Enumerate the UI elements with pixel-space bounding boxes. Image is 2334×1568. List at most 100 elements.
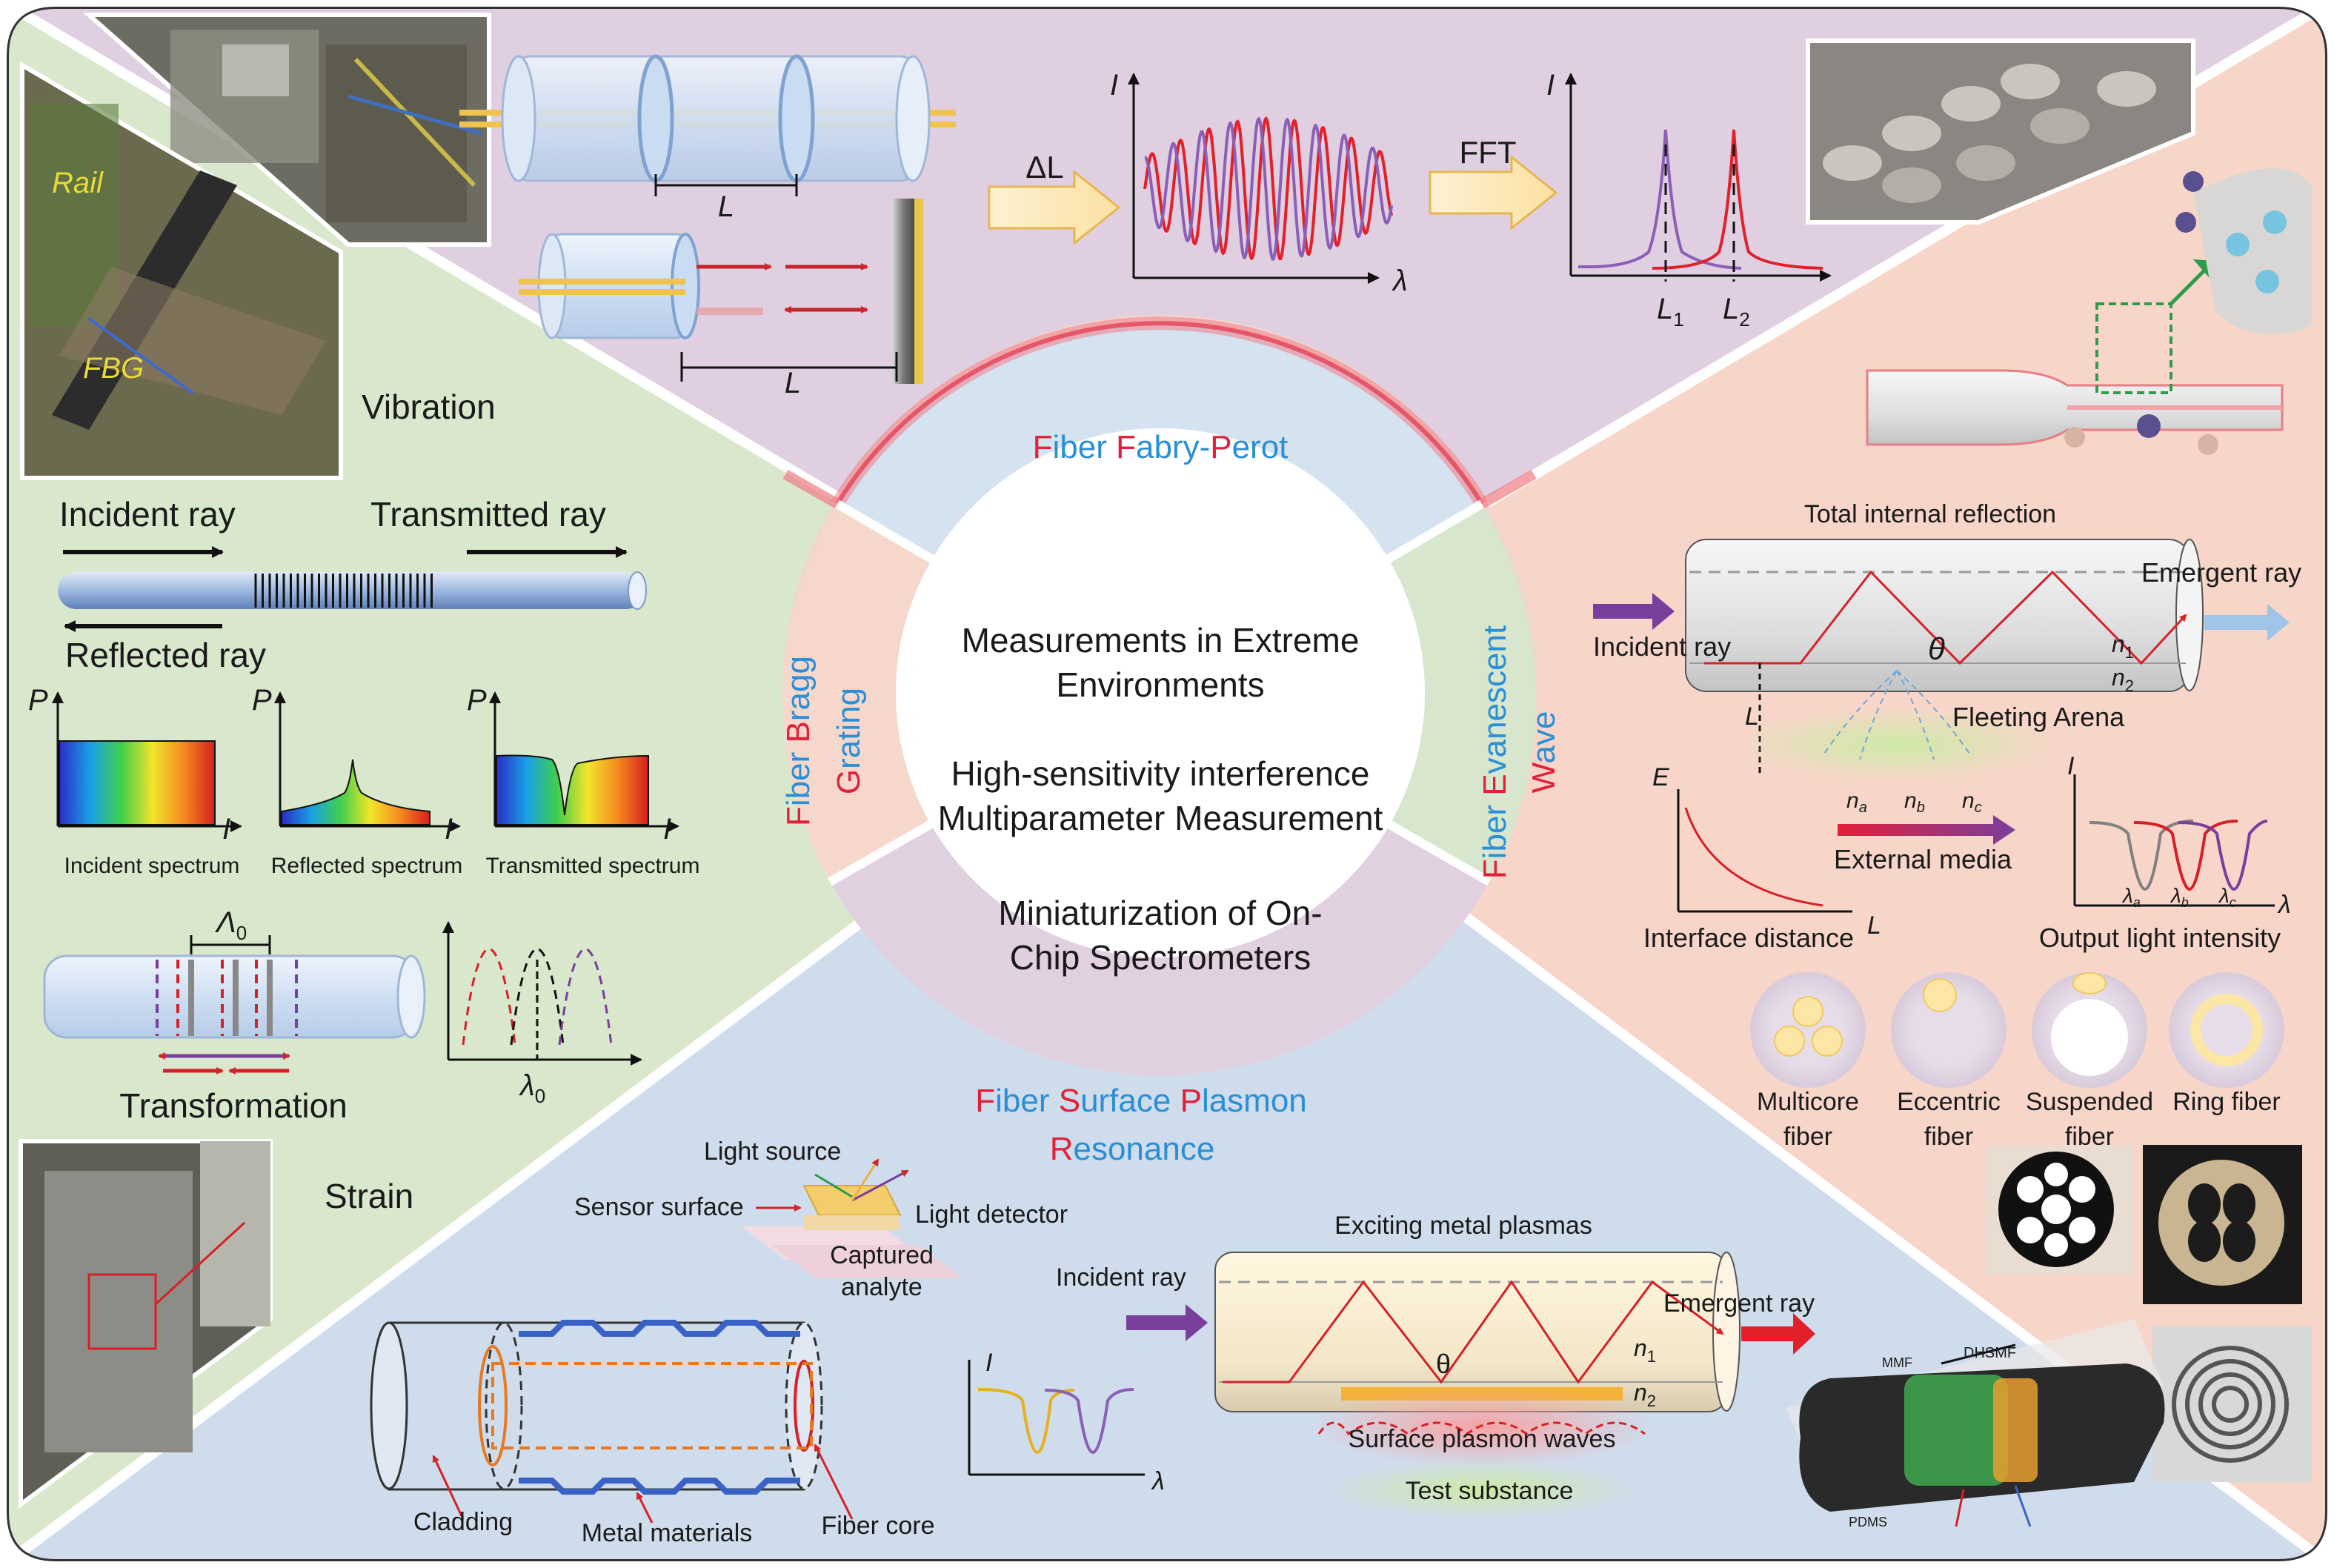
center-text: Measurements in Extreme Environments Hig… bbox=[938, 621, 1383, 977]
svg-text:E: E bbox=[1652, 763, 1669, 791]
svg-text:fiber: fiber bbox=[1783, 1123, 1832, 1151]
fbg-shift-plot: λ0 bbox=[442, 921, 642, 1107]
spr-metal: Metal materials bbox=[582, 1519, 753, 1547]
title-spr-2: Resonance bbox=[1050, 1131, 1215, 1167]
few-fiber-types: Multicore fiber Eccentric fiber Suspende… bbox=[1750, 972, 2284, 1151]
spr-test: Test substance bbox=[1406, 1477, 1574, 1505]
fbg-photo-strain bbox=[19, 1139, 273, 1509]
svg-text:nc: nc bbox=[1962, 788, 1982, 816]
svg-text:Transmitted spectrum: Transmitted spectrum bbox=[486, 854, 700, 878]
svg-text:Ring fiber: Ring fiber bbox=[2172, 1088, 2281, 1116]
fbg-transformation-fiber: Λ0 Transformation bbox=[43, 906, 426, 1125]
few-emergent: Emergent ray bbox=[2141, 557, 2301, 588]
svg-text:λb: λb bbox=[2170, 884, 2189, 910]
svg-text:λ: λ bbox=[2277, 891, 2291, 919]
few-decay-plot: E Interface distance L bbox=[1643, 763, 1881, 953]
fp-arrow-delta-L: ΔL bbox=[988, 150, 1121, 246]
fbg-spectrum-reflected: P I Reflected spectrum bbox=[252, 684, 462, 878]
fp-wave-purple bbox=[1144, 116, 1394, 261]
fbg-photo-rail: Rail FBG bbox=[20, 61, 343, 480]
svg-text:λ: λ bbox=[1392, 265, 1408, 297]
spr-cladding: Cladding bbox=[413, 1508, 513, 1536]
fp-photo-left bbox=[83, 13, 491, 247]
few-incident: Incident ray bbox=[1593, 631, 1731, 662]
fp-fiber-tube-bottom: L bbox=[519, 199, 923, 399]
few-media-arrow: na nb nc External media bbox=[1834, 788, 2015, 874]
svg-text:I: I bbox=[1546, 69, 1555, 102]
svg-text:PDMS: PDMS bbox=[1849, 1515, 1887, 1529]
svg-text:Eccentric: Eccentric bbox=[1897, 1088, 2001, 1116]
svg-text:analyte: analyte bbox=[841, 1273, 922, 1301]
fp-interferogram: I λ bbox=[1110, 69, 1408, 297]
fiber-multicore: Multicore fiber bbox=[1750, 972, 1866, 1151]
svg-text:FFT: FFT bbox=[1460, 135, 1517, 170]
spr-spw: Surface plasmon waves bbox=[1349, 1425, 1616, 1453]
svg-text:ΔL: ΔL bbox=[1025, 150, 1063, 185]
spr-emergent: Emergent ray bbox=[1663, 1289, 1815, 1318]
fbg-strain: Strain bbox=[325, 1177, 413, 1215]
title-fbg-1: Fiber Bragg bbox=[780, 656, 817, 826]
spr-panel: Light source Sensor surface Light detect… bbox=[370, 1137, 2165, 1547]
svg-text:Suspended: Suspended bbox=[2026, 1088, 2153, 1116]
fp-L1: L1 bbox=[1657, 293, 1684, 330]
svg-text:P: P bbox=[252, 684, 272, 717]
spr-device-render: MMF DHSMF PDMS bbox=[1786, 1319, 2165, 1529]
svg-text:L: L bbox=[1745, 702, 1759, 731]
few-n1: n1 bbox=[2112, 631, 2134, 662]
fbg-fbg-label: FBG bbox=[83, 352, 144, 385]
fbg-transmitted: Transmitted ray bbox=[370, 495, 606, 534]
fbg-vibration: Vibration bbox=[362, 388, 496, 426]
svg-text:L: L bbox=[1867, 911, 1881, 940]
quadrant-bottom bbox=[9, 693, 2325, 1559]
few-interface: Interface distance bbox=[1643, 923, 1854, 953]
few-tir: Total internal reflection bbox=[1804, 500, 2056, 528]
spr-dip-plot: I λ bbox=[968, 1349, 1165, 1495]
center-line-5: Miniaturization of On- bbox=[998, 894, 1322, 932]
title-few-1: Fiber Evanescent bbox=[1477, 625, 1513, 879]
svg-text:θ: θ bbox=[1928, 631, 1945, 666]
svg-text:Incident spectrum: Incident spectrum bbox=[64, 854, 240, 878]
few-output-plot: I λ λa λb λc Output light intensity bbox=[2039, 752, 2291, 953]
fp-L2: L2 bbox=[1723, 293, 1750, 330]
center-line-6: Chip Spectrometers bbox=[1010, 938, 1311, 977]
title-fabry-perot: Fiber Fabry-Perot bbox=[1033, 429, 1289, 465]
fp-fft-plot: I L1 L2 bbox=[1546, 69, 1832, 330]
spr-fiber-tube bbox=[370, 1320, 854, 1524]
fbg-lambda0: λ0 bbox=[519, 1069, 545, 1107]
svg-text:I: I bbox=[445, 813, 453, 846]
svg-text:fiber: fiber bbox=[1924, 1123, 1973, 1151]
few-panel: Total internal reflection Emergent ray I… bbox=[1593, 168, 2312, 1482]
fbg-panel: Rail FBG Vibration Incident ray Transmit… bbox=[19, 61, 699, 1509]
fbg-grating bbox=[254, 574, 433, 608]
fiber-suspended: Suspended fiber bbox=[2026, 972, 2153, 1151]
svg-text:I: I bbox=[985, 1349, 993, 1377]
spr-chip bbox=[741, 1158, 963, 1278]
center-line-3: High-sensitivity interference bbox=[951, 754, 1369, 793]
central-ring bbox=[782, 315, 1538, 1075]
svg-text:n2: n2 bbox=[1634, 1379, 1656, 1410]
svg-text:na: na bbox=[1846, 788, 1867, 816]
few-n2: n2 bbox=[2112, 664, 2134, 695]
spr-exciting: Exciting metal plasmas bbox=[1334, 1212, 1592, 1240]
fp-panel: L L ΔL I λ bbox=[83, 13, 2195, 399]
center-line-1: Measurements in Extreme bbox=[962, 621, 1360, 660]
few-fleeting: Fleeting Arena bbox=[1952, 702, 2125, 732]
fp-L-bottom: L bbox=[785, 367, 801, 399]
svg-text:Multicore: Multicore bbox=[1757, 1088, 1859, 1116]
spr-incident: Incident ray bbox=[1056, 1263, 1186, 1292]
spr-light-source: Light source bbox=[704, 1137, 841, 1166]
fp-fiber-tube-top: L bbox=[459, 54, 956, 223]
svg-text:DHSMF: DHSMF bbox=[1964, 1345, 2016, 1361]
svg-text:Reflected spectrum: Reflected spectrum bbox=[271, 854, 462, 878]
spr-tir-fiber bbox=[1214, 1252, 1740, 1519]
fbg-spectrum-transmitted: P I Transmitted spectrum bbox=[467, 684, 699, 878]
fbg-Lambda0: Λ0 bbox=[215, 906, 247, 944]
fp-arrow-fft: FFT bbox=[1429, 135, 1558, 231]
fbg-fiber bbox=[58, 571, 647, 610]
svg-text:I: I bbox=[1110, 69, 1118, 102]
fbg-reflected: Reflected ray bbox=[65, 636, 266, 674]
few-tir-fiber bbox=[1593, 539, 2290, 782]
fp-wave-red bbox=[1143, 116, 1394, 261]
center-line-2: Environments bbox=[1056, 665, 1264, 704]
